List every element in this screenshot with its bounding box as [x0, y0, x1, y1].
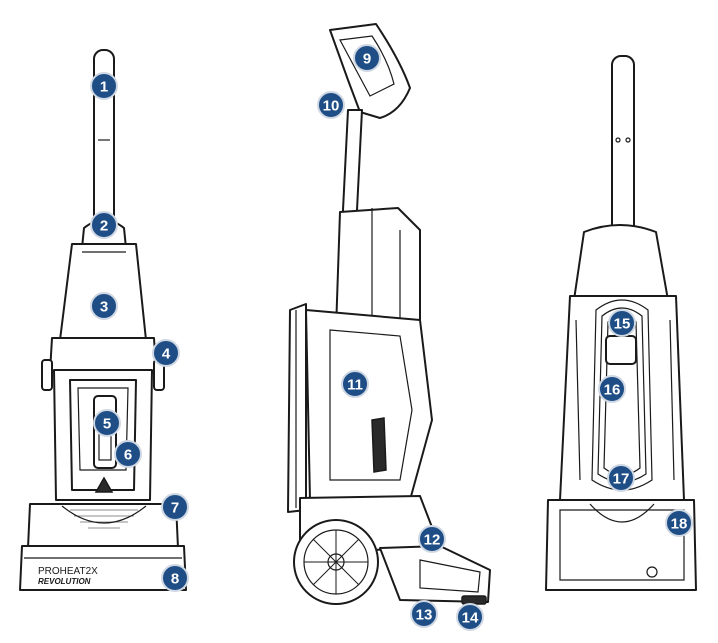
callout-3: 3: [90, 292, 118, 320]
callout-17: 17: [607, 464, 635, 492]
svg-text:17: 17: [613, 471, 630, 488]
callout-1: 1: [90, 72, 118, 100]
svg-text:14: 14: [462, 610, 479, 627]
svg-text:4: 4: [162, 346, 171, 363]
callouts: 1 2 3 4 5 6 7 8 9 10 11 12 13 14 15 16 1…: [90, 44, 693, 631]
svg-text:13: 13: [416, 607, 433, 624]
svg-text:3: 3: [100, 299, 108, 316]
callout-15: 15: [608, 309, 636, 337]
callout-4: 4: [152, 339, 180, 367]
callout-18: 18: [665, 509, 693, 537]
callout-11: 11: [341, 370, 369, 398]
back-tank: [573, 224, 669, 301]
svg-text:1: 1: [100, 79, 108, 96]
callout-6: 6: [114, 440, 142, 468]
side-body: [305, 309, 433, 501]
brand-line-1: PROHEAT2X: [38, 566, 98, 577]
svg-text:18: 18: [671, 516, 688, 533]
callout-2: 2: [90, 211, 118, 239]
svg-text:15: 15: [614, 316, 631, 333]
callout-14: 14: [456, 603, 484, 631]
callout-5: 5: [93, 409, 121, 437]
side-view: [287, 23, 491, 605]
front-tank: [59, 243, 147, 341]
svg-text:8: 8: [171, 571, 179, 588]
side-foot: [379, 545, 491, 603]
svg-text:12: 12: [424, 532, 441, 549]
callout-8: 8: [161, 564, 189, 592]
callout-9: 9: [353, 44, 381, 72]
svg-text:9: 9: [363, 51, 371, 68]
callout-16: 16: [598, 375, 626, 403]
svg-text:16: 16: [604, 382, 621, 399]
brand-line-2: REVOLUTION: [38, 577, 91, 586]
front-view: PROHEAT2X REVOLUTION: [19, 49, 187, 591]
svg-text:5: 5: [103, 416, 111, 433]
callout-7: 7: [161, 493, 189, 521]
side-hose: [287, 303, 307, 513]
back-base: [545, 499, 697, 591]
callout-13: 13: [410, 600, 438, 628]
front-shoulder: [49, 337, 157, 373]
front-foot: [27, 503, 179, 549]
svg-text:6: 6: [124, 447, 132, 464]
front-base: [19, 545, 187, 591]
callout-10: 10: [317, 91, 345, 119]
side-tank: [335, 207, 421, 331]
svg-text:7: 7: [171, 500, 179, 517]
svg-text:10: 10: [323, 98, 340, 115]
svg-text:11: 11: [347, 377, 363, 394]
callout-12: 12: [418, 525, 446, 553]
svg-text:2: 2: [100, 218, 108, 235]
